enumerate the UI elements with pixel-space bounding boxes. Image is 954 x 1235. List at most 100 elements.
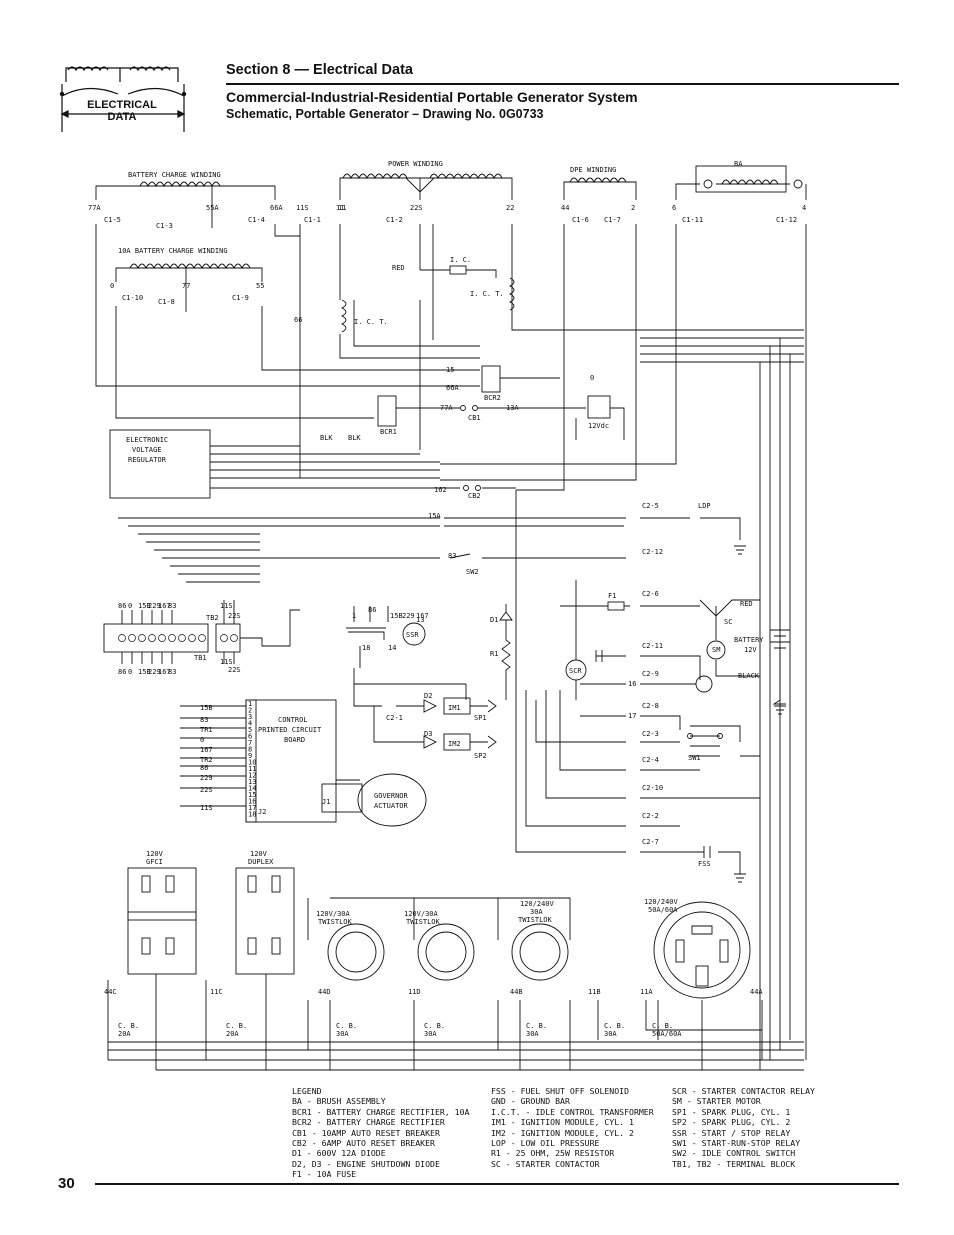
part-label: TB2 xyxy=(206,614,219,622)
terminal-top-label: 0 xyxy=(128,602,132,610)
control-board-line-3: BOARD xyxy=(284,736,305,744)
terminal-top-label: 83 xyxy=(168,602,176,610)
dpe-winding-label: DPE WINDING xyxy=(570,166,616,174)
connector-label: C2-8 xyxy=(642,702,659,710)
wire-label: 77A xyxy=(88,204,101,212)
evr-line-3: REGULATOR xyxy=(128,456,167,464)
board-pin-number: 8 xyxy=(248,746,252,754)
legend-column-1: LEGEND BA - BRUSH ASSEMBLY BCR1 - BATTER… xyxy=(292,1086,469,1180)
duplex-line-1: 120V xyxy=(250,850,268,858)
part-label: F1 xyxy=(608,592,616,600)
header-rule xyxy=(226,83,899,85)
wire-label: 66A xyxy=(270,204,283,212)
terminal-bottom-label: 15B xyxy=(138,668,151,676)
tb2-label: 11S xyxy=(220,658,233,666)
board-pin-number: 2 xyxy=(248,707,252,715)
wire-label: 13A xyxy=(506,404,519,412)
part-label: LDP xyxy=(698,502,711,510)
terminal-top-label: 229 xyxy=(148,602,161,610)
wire-label: 18 xyxy=(362,644,370,652)
wire-label: 44C xyxy=(104,988,117,996)
part-label: BLK xyxy=(348,434,361,442)
twistlok2-line-2: TWISTLOK xyxy=(406,918,441,926)
connector-label: C1-9 xyxy=(232,294,249,302)
connector-label: C2-1 xyxy=(386,714,403,722)
connector-label: C1-6 xyxy=(572,216,589,224)
breaker-label: 50A/60A xyxy=(652,1030,682,1038)
twistlok1-line-1: 120V/30A xyxy=(316,910,351,918)
terminal-bottom-label: 86 xyxy=(118,668,126,676)
connector-label: C1-1 xyxy=(304,216,321,224)
wire-label: 229 xyxy=(402,612,415,620)
big-outlet-line-1: 120/240V xyxy=(644,898,679,906)
wire-label: 11S xyxy=(296,204,309,212)
connector-label: C2-10 xyxy=(642,784,663,792)
logo-label: ELECTRICAL DATA xyxy=(87,99,157,123)
battery-charge-10a-label: 10A BATTERY CHARGE WINDING xyxy=(118,247,228,255)
connector-label: C2-9 xyxy=(642,670,659,678)
connector-label: C1-12 xyxy=(776,216,797,224)
legend-item: BA - BRUSH ASSEMBLY xyxy=(292,1096,386,1107)
legend-item: SW1 - START-RUN-STOP RELAY xyxy=(672,1138,801,1149)
legend-column-2: FSS - FUEL SHUT OFF SOLENOID GND - GROUN… xyxy=(491,1086,654,1169)
breaker-label: C. B. xyxy=(526,1022,547,1030)
wire-label: 77A xyxy=(440,404,453,412)
wire-label: 0 xyxy=(110,282,114,290)
wire-label: 66 xyxy=(294,316,302,324)
board-pin-number: 18 xyxy=(248,811,256,819)
battery-charge-winding-label: BATTERY CHARGE WINDING xyxy=(128,171,221,179)
breaker-label: C. B. xyxy=(226,1022,247,1030)
gfci-line-1: 120V xyxy=(146,850,164,858)
part-label: BCR2 xyxy=(484,394,501,402)
control-board-line-1: CONTROL xyxy=(278,716,308,724)
wire-label: 11A xyxy=(640,988,653,996)
board-pin-label: 229 xyxy=(200,774,213,782)
legend-title: LEGEND xyxy=(292,1086,322,1096)
terminal-top-label: 167 xyxy=(158,602,171,610)
connector-label: C2-11 xyxy=(642,642,663,650)
board-pin-number: 11 xyxy=(248,765,256,773)
legend-item: TB1, TB2 - TERMINAL BLOCK xyxy=(672,1158,796,1169)
part-label: SC xyxy=(724,618,732,626)
wire-label: 44 xyxy=(561,204,569,212)
part-label: TB1 xyxy=(194,654,207,662)
connector-label: C2-6 xyxy=(642,590,659,598)
legend-item: GND - GROUND BAR xyxy=(491,1096,570,1107)
breaker-label: C. B. xyxy=(118,1022,139,1030)
part-label: J1 xyxy=(322,798,330,806)
wire-label: 44B xyxy=(510,988,523,996)
part-label: RED xyxy=(740,600,753,608)
wire-label: 44D xyxy=(318,988,331,996)
breaker-label: 30A xyxy=(604,1030,617,1038)
connector-label: C2-3 xyxy=(642,730,659,738)
wire-label: 86 xyxy=(368,606,376,614)
board-pin-label: TR1 xyxy=(200,726,213,734)
drawing-subtitle: Schematic, Portable Generator – Drawing … xyxy=(226,107,544,121)
tb2-label: 22S xyxy=(228,666,241,674)
gfci-line-2: GFCI xyxy=(146,858,163,866)
board-pin-number: 12 xyxy=(248,772,256,780)
part-label: SW1 xyxy=(688,754,701,762)
board-pin-label: 86 xyxy=(200,764,208,772)
board-pin-number: 14 xyxy=(248,785,256,793)
terminal-top-label: 15B xyxy=(138,602,151,610)
wire-label: 17 xyxy=(628,712,636,720)
wire-label: 13 xyxy=(416,616,424,624)
connector-label: C1-8 xyxy=(158,298,175,306)
legend-item: SSR - START / STOP RELAY xyxy=(672,1127,791,1138)
board-pin-number: 6 xyxy=(248,733,252,741)
breaker-label: C. B. xyxy=(604,1022,625,1030)
wire-label: 1 xyxy=(352,612,356,620)
evr-line-1: ELECTRONIC xyxy=(126,436,168,444)
legend-item: SC - STARTER CONTACTOR xyxy=(491,1158,600,1169)
board-pin-number: 13 xyxy=(248,778,256,786)
legend-item: D2, D3 - ENGINE SHUTDOWN DIODE xyxy=(292,1158,440,1169)
wire-label: 66A xyxy=(446,384,459,392)
part-label: SP2 xyxy=(474,752,487,760)
legend-item: R1 - 25 OHM, 25W RESISTOR xyxy=(491,1148,615,1159)
part-label: SCR xyxy=(569,667,582,675)
page-number: 30 xyxy=(58,1175,75,1192)
wire-label: 15A xyxy=(428,512,441,520)
board-pin-number: 16 xyxy=(248,798,256,806)
